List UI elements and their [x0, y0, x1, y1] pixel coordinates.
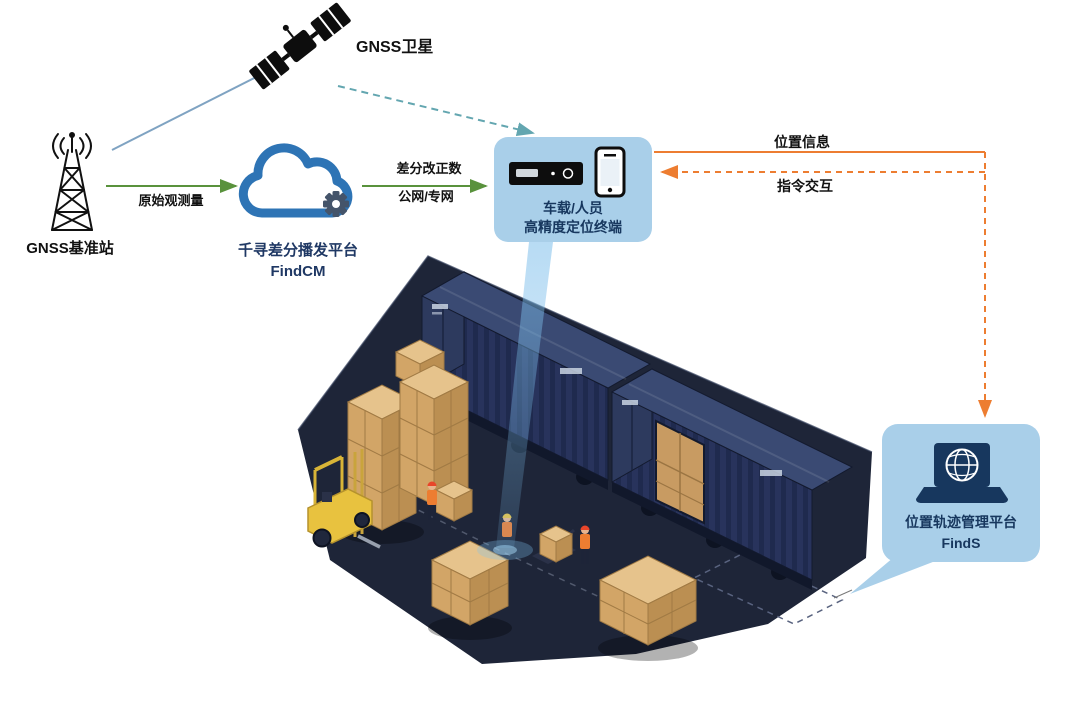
finds-product-label: FindS — [942, 535, 981, 551]
link-satellite-to-base — [111, 71, 267, 151]
base-station-icon — [51, 132, 93, 231]
satellite-label: GNSS卫星 — [356, 38, 433, 56]
finds-card: 位置轨迹管理平台 FindS — [833, 424, 1040, 599]
box-stack-right — [598, 555, 698, 646]
warehouse-illustration — [297, 255, 873, 664]
laptop-globe-icon — [916, 443, 1008, 503]
terminal-card: 车载/人员 高精度定位终端 — [494, 137, 652, 242]
pallet-jack-icon — [532, 525, 576, 564]
gnss-satellite-icon — [249, 2, 351, 90]
single-box — [434, 480, 474, 522]
marked-zone — [692, 553, 844, 625]
base-station-label: GNSS基准站 — [26, 239, 114, 257]
gear-icon — [323, 191, 349, 217]
terminal-label-line2: 高精度定位终端 — [524, 219, 622, 235]
worker-figure-3 — [580, 525, 590, 564]
command-interaction-label: 指令交互 — [777, 178, 833, 194]
positioning-beam — [496, 242, 553, 548]
correction-data-label: 差分改正数 — [396, 161, 462, 176]
findcm-label: 千寻差分播发平台 — [238, 241, 358, 259]
container-marking — [432, 304, 448, 309]
forklift-icon — [307, 449, 381, 549]
finds-callout-line — [833, 589, 853, 599]
worker-figure-1 — [427, 481, 437, 520]
findcm-cloud-icon — [238, 143, 353, 218]
network-label: 公网/专网 — [398, 189, 454, 204]
findcm-product-label: FindCM — [271, 263, 326, 280]
smartphone-icon — [594, 146, 626, 198]
position-info-label: 位置信息 — [774, 134, 830, 150]
finds-label: 位置轨迹管理平台 — [905, 514, 1017, 530]
terminal-label-line1: 车载/人员 — [543, 200, 603, 216]
box-stack-left-2 — [394, 339, 470, 506]
finds-card-tail — [850, 552, 938, 594]
raw-observation-label: 原始观测量 — [138, 193, 203, 208]
shipping-container-2 — [610, 368, 854, 590]
link-satellite-to-terminal — [337, 85, 535, 137]
box-stack-center — [430, 540, 510, 626]
receiver-icon — [509, 162, 583, 185]
